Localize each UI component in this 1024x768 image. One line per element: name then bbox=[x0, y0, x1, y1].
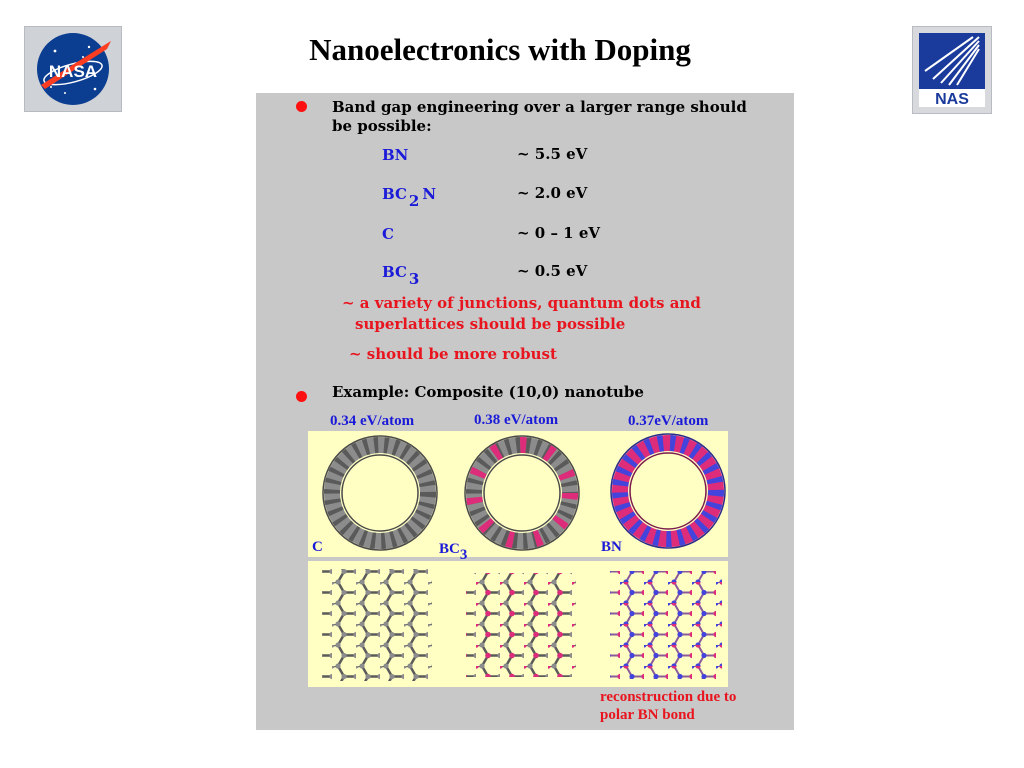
energy-label-c: 0.34 eV/atom bbox=[330, 413, 415, 429]
bullet-2-dot bbox=[296, 391, 307, 402]
bullet-2-text: Example: Composite (10,0) nanotube bbox=[332, 383, 644, 401]
reconstruction-caption: reconstruction due to polar BN bond bbox=[600, 688, 736, 724]
nas-logo: NAS bbox=[912, 26, 992, 114]
carbon-tube-ring bbox=[322, 435, 438, 551]
nasa-logo-text: NASA bbox=[49, 62, 97, 81]
nasa-logo: NASA bbox=[24, 26, 122, 112]
tube-label-subscript: 3 bbox=[459, 547, 468, 563]
material-bn: BN bbox=[382, 146, 408, 164]
material-c: C bbox=[382, 225, 394, 243]
energy-label-bc3: 0.38 eV/atom bbox=[474, 412, 559, 428]
lattice-graphic bbox=[322, 569, 722, 681]
nasa-meatball-icon: NASA bbox=[37, 33, 111, 105]
bn-tube-ring bbox=[610, 433, 726, 549]
material-subscript: 2 bbox=[408, 192, 420, 210]
tube-label-text: BC bbox=[439, 541, 460, 557]
bullet-1-text: Band gap engineering over a larger range… bbox=[332, 98, 747, 135]
material-subscript: 3 bbox=[408, 270, 420, 288]
gap-bc2n: ~ 2.0 eV bbox=[517, 184, 588, 202]
material-name: BC bbox=[382, 185, 407, 203]
tube-cross-section-figure: C BC3 BN bbox=[308, 431, 728, 563]
bc3-lattice bbox=[466, 573, 576, 677]
note-robust: ~ should be more robust bbox=[349, 345, 557, 363]
material-tail: N bbox=[422, 185, 437, 203]
energy-label-bn: 0.37eV/atom bbox=[628, 413, 709, 429]
tube-side-view-figure bbox=[308, 561, 728, 687]
bc3-tube-ring bbox=[464, 435, 580, 551]
content-panel: Band gap engineering over a larger range… bbox=[256, 93, 794, 730]
slide-title: Nanoelectronics with Doping bbox=[309, 32, 691, 67]
nas-logo-text: NAS bbox=[935, 91, 969, 108]
gap-bc3: ~ 0.5 eV bbox=[517, 262, 588, 280]
material-name: BC bbox=[382, 263, 407, 281]
caption-line-2: polar BN bond bbox=[600, 707, 695, 723]
note-junctions-line2: superlattices should be possible bbox=[355, 315, 626, 333]
note-junctions-line1: ~ a variety of junctions, quantum dots a… bbox=[342, 294, 701, 312]
carbon-lattice bbox=[322, 569, 432, 681]
tube-label-c: C bbox=[312, 539, 323, 556]
bn-lattice bbox=[610, 571, 722, 679]
tube-label-text: C bbox=[312, 539, 323, 555]
material-name: BN bbox=[382, 146, 409, 164]
material-name: C bbox=[382, 225, 394, 243]
bullet-1-dot bbox=[296, 101, 307, 112]
gap-bn: ~ 5.5 eV bbox=[517, 145, 588, 163]
tube-label-bn: BN bbox=[601, 539, 622, 556]
caption-line-1: reconstruction due to bbox=[600, 689, 737, 705]
tube-label-bc3: BC3 bbox=[439, 541, 467, 563]
nas-logo-icon: NAS bbox=[919, 33, 985, 108]
tube-label-text: BN bbox=[601, 539, 622, 555]
tube-rings-graphic bbox=[322, 433, 726, 551]
gap-c: ~ 0 – 1 eV bbox=[517, 224, 601, 242]
